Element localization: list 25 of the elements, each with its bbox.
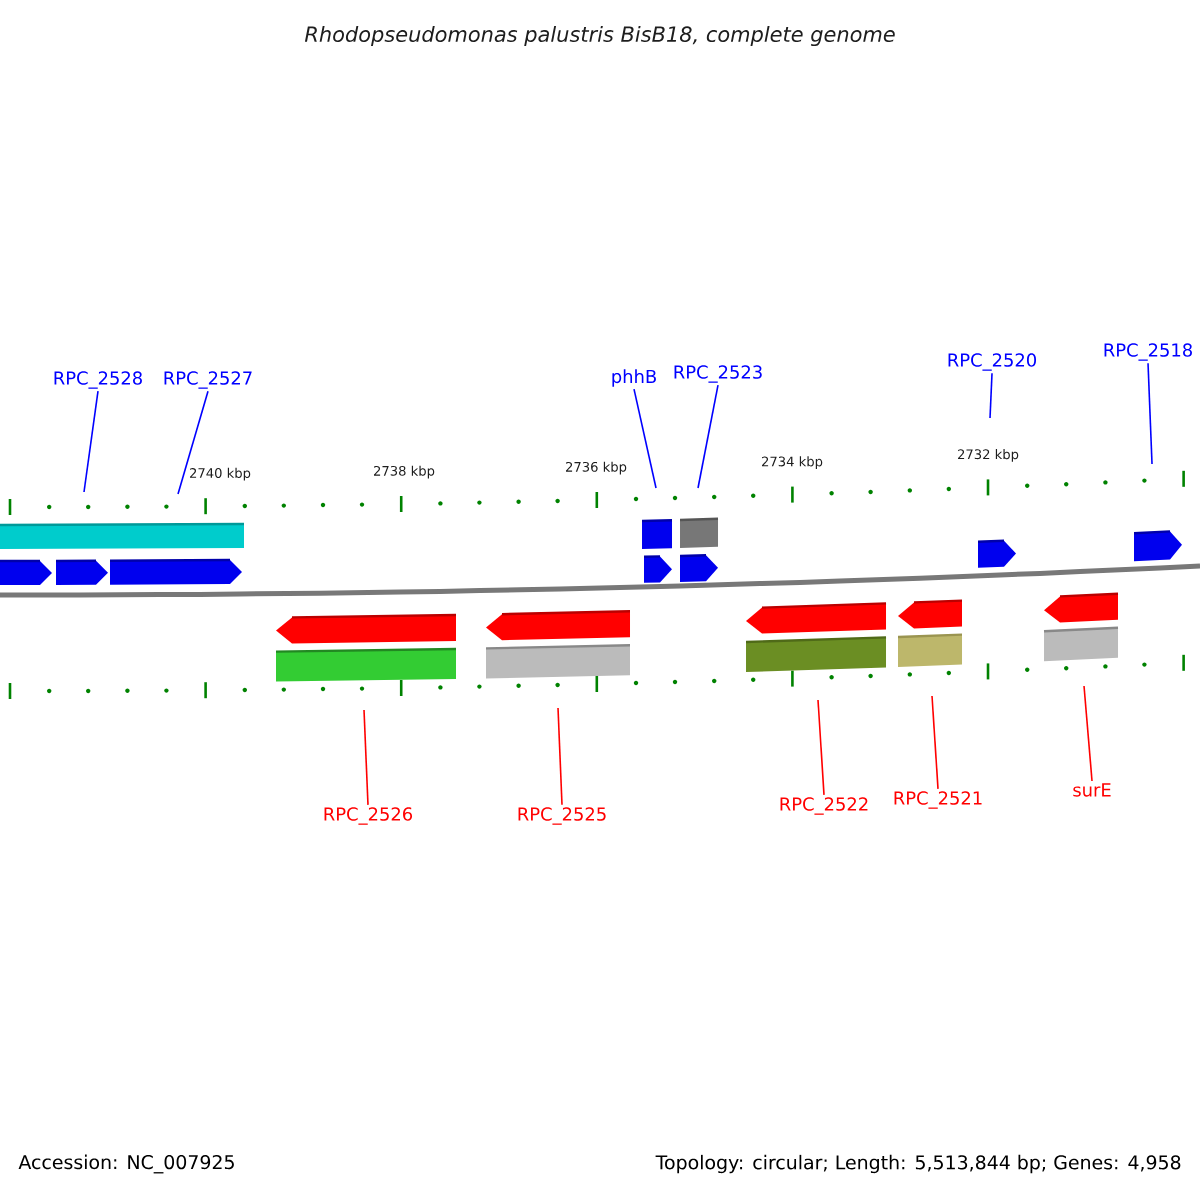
gene-label: RPC_2528 bbox=[54, 371, 142, 389]
leader-line bbox=[697, 384, 719, 489]
gene-label: RPC_2520 bbox=[948, 353, 1036, 371]
gene-label: surE bbox=[1073, 783, 1111, 797]
gene-label: RPC_2522 bbox=[780, 797, 868, 815]
leader-line bbox=[817, 699, 825, 796]
gene-label: RPC_2526 bbox=[324, 807, 413, 825]
gene-label: RPC_2527 bbox=[164, 371, 252, 389]
leader-line bbox=[633, 388, 657, 489]
accession-text: Accession: NC_007925 bbox=[18, 1154, 234, 1174]
gene-label: RPC_2523 bbox=[674, 365, 762, 383]
gene-label: RPC_2525 bbox=[518, 807, 606, 825]
leader-line bbox=[931, 695, 939, 790]
leader-line bbox=[177, 390, 209, 495]
leader-line bbox=[557, 707, 563, 806]
leader-line bbox=[989, 372, 993, 419]
gene-label: phhB bbox=[612, 369, 656, 387]
leader-line bbox=[363, 709, 369, 806]
gene-label: RPC_2521 bbox=[894, 791, 982, 809]
gene-label: RPC_2518 bbox=[1104, 343, 1192, 361]
title: Rhodopseudomonas palustris BisB18, complete genome bbox=[304, 25, 895, 47]
genome-info-text: Topology: circular; Length: 5,513,844 bp; Genes: 4,958 bbox=[655, 1154, 1181, 1174]
leader-line bbox=[1147, 362, 1153, 465]
leader-line bbox=[1083, 685, 1093, 782]
leader-line bbox=[83, 390, 99, 493]
